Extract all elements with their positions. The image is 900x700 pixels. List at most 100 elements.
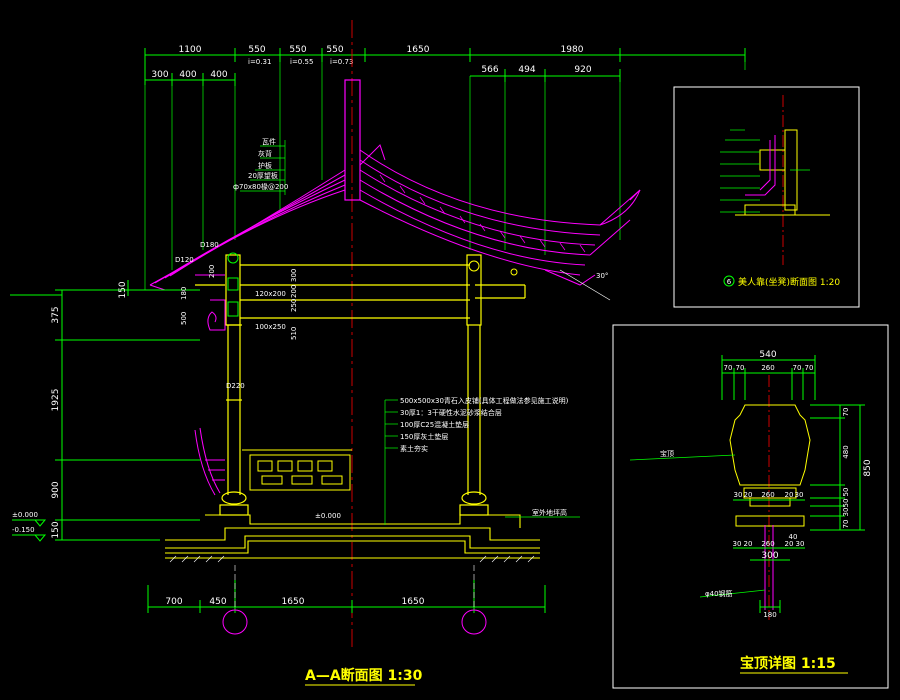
bottom-dim-450: 450 [209, 597, 226, 607]
detail-bench-circle-label: 6 [727, 278, 732, 286]
left-joint-1 [227, 277, 239, 291]
row2-dim-494: 494 [518, 65, 535, 75]
beams [195, 264, 526, 319]
slope-label-1: i=0.31 [248, 58, 271, 66]
floor-note-2: 30厚1：3干硬性水泥砂浆结合层 [400, 408, 502, 417]
finial-bottom-dim-label: 180 [763, 611, 776, 619]
top-dim-550-c: 550 [326, 45, 343, 55]
finial-right-4: 50 [842, 499, 850, 508]
finial-bottom-dim [759, 600, 781, 613]
finial-top-dims [721, 355, 816, 400]
railing [242, 449, 352, 491]
finial-top-2: 70 [736, 364, 745, 372]
label-200: 200 [208, 265, 216, 278]
roof-right [359, 144, 641, 286]
floor-note-4: 150厚灰土垫层 [400, 432, 448, 441]
section-title: A—A断面图 1:30 [305, 667, 423, 684]
ground-note: 室外地坪高 [532, 508, 567, 517]
bottom-dimension [147, 580, 546, 613]
left-joint-2 [227, 301, 239, 317]
platform [165, 514, 540, 559]
finial-note-leader [629, 454, 736, 461]
vdim-375: 375 [51, 306, 61, 323]
finial-mid-3: 260 [761, 491, 774, 499]
floor-note-3: 100厚C25混凝土垫层 [400, 420, 469, 429]
detail-bench: 6 美人靠(坐凳)断面图 1:20 [673, 86, 860, 308]
finial-right-3: 50 [842, 488, 850, 497]
finial-mid-4: 20 [785, 491, 794, 499]
elev-zero: ±0.000 [12, 511, 38, 519]
bottom-dim-1650-b: 1650 [402, 597, 425, 607]
finial-title: 宝顶详图 1:15 [740, 655, 836, 672]
finial-lower-2: 20 [744, 540, 753, 548]
elev-minus: -0.150 [12, 526, 35, 534]
finial-mid-5: 30 [795, 491, 804, 499]
roof-left [149, 169, 346, 291]
label-beam2: 100x250 [255, 323, 286, 331]
vdim-150-bottom: 150 [51, 521, 61, 538]
finial-right-2: 480 [842, 445, 850, 458]
finial-shape [729, 404, 811, 527]
finial-mid-dims [733, 499, 805, 561]
detail-finial-frame [612, 324, 889, 689]
detail-bench-circle [723, 275, 735, 287]
detail-bench-frame [673, 86, 860, 308]
finial-top-total: 540 [759, 350, 776, 360]
bottom-dim-700: 700 [165, 597, 182, 607]
finial-right-5: 30 [842, 508, 850, 517]
vdim-900: 900 [51, 481, 61, 498]
roof-layer-5: ф70x80椽@200 [233, 182, 288, 191]
label-500: 500 [180, 312, 188, 325]
finial-lower-sub: 40 [789, 533, 798, 541]
floor-note-1: 500x500x30青石入皮铺(具体工程做法参见施工说明) [400, 396, 569, 405]
top-dim-1980: 1980 [561, 45, 584, 55]
finial-note-bottom: φ40钢筋 [705, 589, 733, 598]
row2-dim-400-a: 400 [179, 70, 196, 80]
row2-dim-400-b: 400 [210, 70, 227, 80]
left-vertical-dims [10, 280, 200, 541]
top-dim-550-a: 550 [248, 45, 265, 55]
left-column [219, 254, 249, 516]
roof-rafter-ticks [379, 174, 586, 253]
elevation-markers [12, 519, 47, 542]
detail-bench-magenta [745, 135, 776, 196]
roof-layer-leader [240, 140, 286, 195]
slope-label-2: i=0.55 [290, 58, 313, 66]
row2-dim-566: 566 [481, 65, 498, 75]
label-510: 510 [290, 327, 298, 340]
extension-lines [144, 55, 746, 290]
detail-bench-geometry [735, 129, 830, 216]
label-180: 180 [180, 287, 188, 300]
slope-label-3: i=0.73 [330, 58, 353, 66]
finial-top-3: 260 [761, 364, 774, 372]
row2-dim-920: 920 [574, 65, 591, 75]
finial-mid-2: 20 [744, 491, 753, 499]
floor-note-5: 素土夯实 [400, 444, 428, 453]
label-d120: D120 [175, 256, 194, 264]
finial-rod-leader [699, 589, 766, 598]
finial-top-4: 70 [793, 364, 802, 372]
finial-right-total: 850 [863, 459, 873, 476]
label-200b: 200 [290, 285, 298, 298]
right-column [459, 254, 489, 516]
finial-lower-3: 260 [761, 540, 774, 548]
label-250: 250 [290, 299, 298, 312]
row2-dim-300: 300 [151, 70, 168, 80]
finial-base-width: 300 [761, 551, 778, 561]
soil-hatch [169, 555, 535, 563]
top-dim-1650: 1650 [407, 45, 430, 55]
right-column-top [468, 260, 480, 272]
finial-mid-1: 30 [734, 491, 743, 499]
finial-top-1: 70 [724, 364, 733, 372]
detail-finial: 540 70 70 260 70 70 70 480 50 50 30 70 8… [612, 324, 889, 689]
section-drawing: 1100 550 550 550 1650 1980 i=0.31 i=0.55… [10, 20, 746, 686]
left-column-top [227, 252, 239, 264]
roof-layer-2: 灰背 [258, 149, 272, 158]
label-d180: D180 [200, 241, 219, 249]
bench-back [194, 427, 225, 496]
roof-layer-3: 护板 [258, 161, 272, 170]
roof-layer-4: 20厚望板 [248, 171, 278, 180]
top-dim-550-b: 550 [289, 45, 306, 55]
label-300: 300 [290, 269, 298, 282]
